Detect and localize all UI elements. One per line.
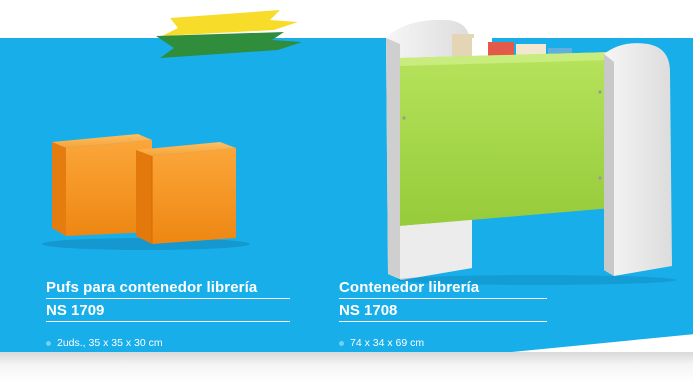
spec-text: 2uds., 35 x 35 x 30 cm bbox=[57, 337, 163, 349]
product-spec-pouf: 2uds., 35 x 35 x 30 cm bbox=[46, 336, 163, 350]
product-spec-container: 74 x 34 x 69 cm bbox=[339, 336, 424, 350]
title-divider bbox=[339, 298, 547, 299]
pouf-pair-icon bbox=[42, 134, 250, 250]
brush-stroke-icon bbox=[156, 10, 302, 58]
product-title-container: Contenedor librería bbox=[339, 279, 480, 296]
bullet-icon bbox=[339, 340, 344, 346]
book-container-icon bbox=[386, 19, 676, 285]
product-code-container: NS 1708 bbox=[339, 302, 398, 319]
product-title-pouf: Pufs para contenedor librería bbox=[46, 279, 258, 296]
code-divider bbox=[46, 321, 290, 322]
page-curl-shadow bbox=[0, 352, 693, 383]
bullet-icon bbox=[46, 340, 51, 346]
title-divider bbox=[46, 298, 290, 299]
code-divider bbox=[339, 321, 547, 322]
spec-text: 74 x 34 x 69 cm bbox=[350, 337, 425, 349]
product-code-pouf: NS 1709 bbox=[46, 302, 105, 319]
